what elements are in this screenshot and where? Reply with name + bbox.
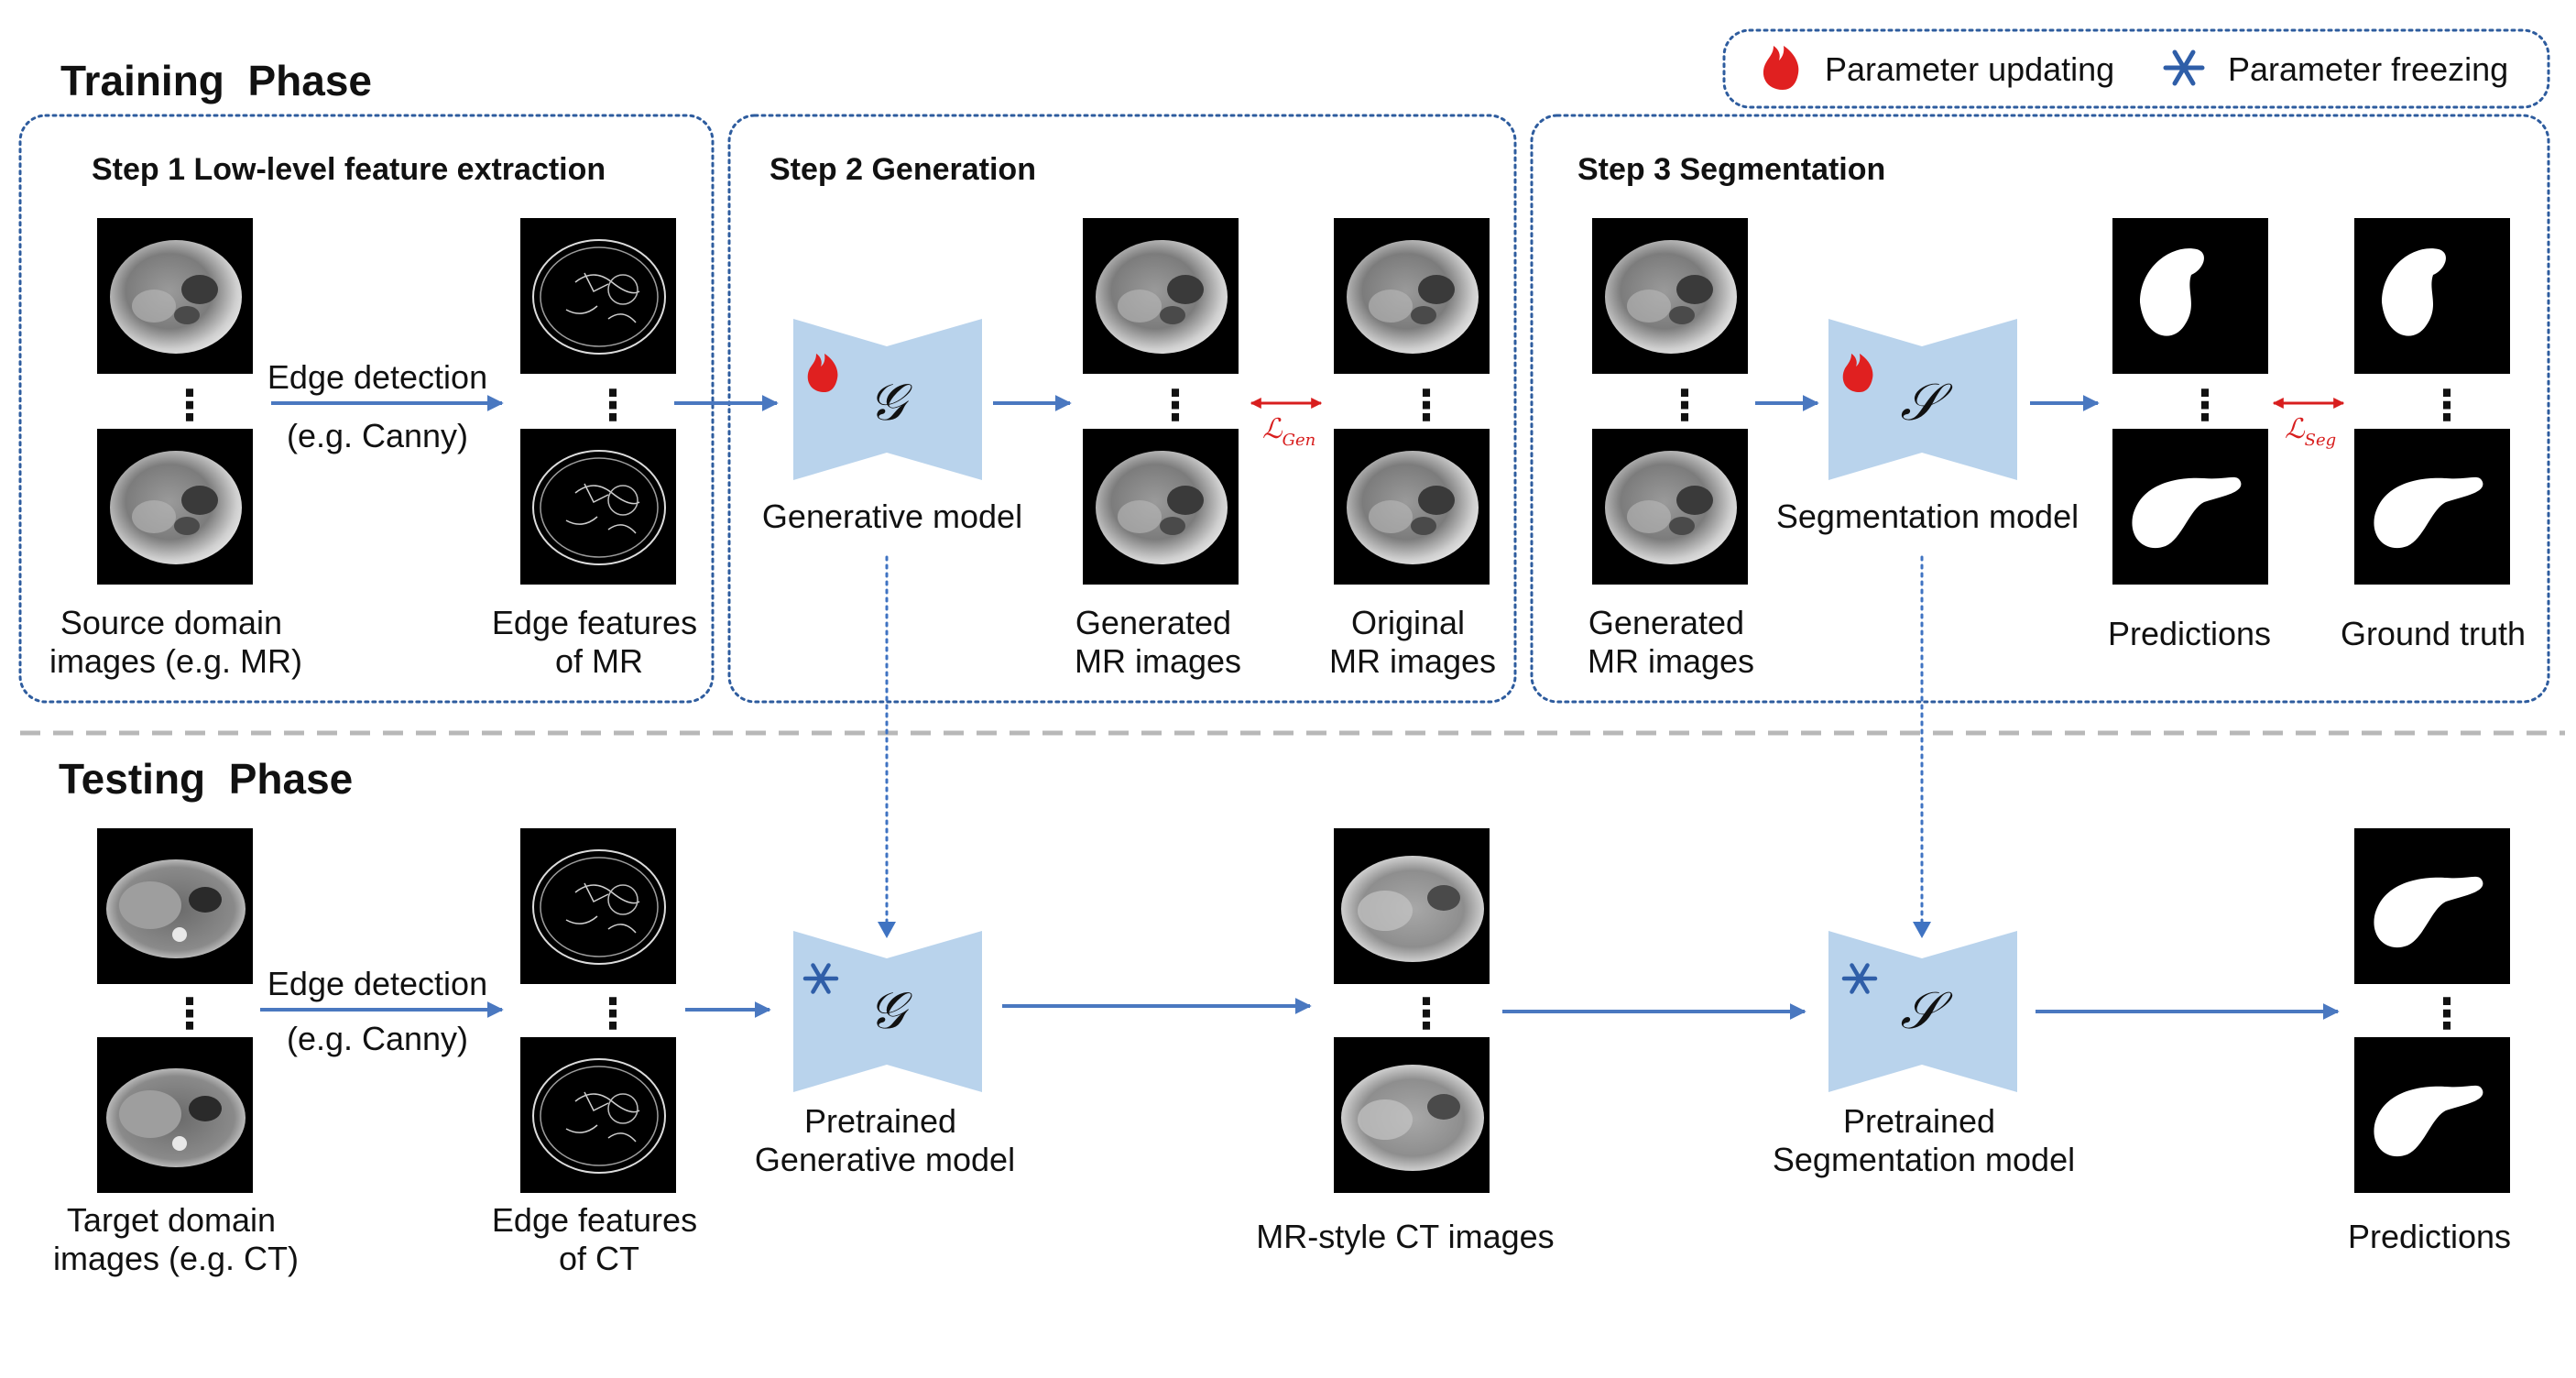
mrstyle-ellipsis: ⋮ [1405, 990, 1447, 1037]
source-mr-image-bottom [97, 429, 253, 585]
test-prediction-mask-bottom [2354, 1037, 2510, 1193]
target-ct-image-top [97, 828, 253, 984]
seg-transfer-arrowhead [1913, 922, 1931, 938]
gen-loss-symbol: ℒGen [1262, 413, 1315, 450]
step3-generated-image-bottom [1592, 429, 1748, 585]
ground-truth-label: Ground truth [2341, 615, 2526, 652]
edge-mr-label: Edge features of MR [492, 604, 706, 680]
step3-generated-ellipsis: ⋮ [1664, 381, 1706, 429]
edge-ct-label: Edge features of CT [492, 1201, 706, 1277]
training-phase-title: Training Phase [60, 57, 372, 104]
mrstyle-ct-image-bottom [1334, 1037, 1490, 1193]
edge-ct-image-bottom [519, 1036, 677, 1194]
original-mr-image-bottom [1334, 429, 1490, 585]
edge-ct-image-top [519, 827, 677, 985]
generated-mr-image-bottom [1083, 429, 1239, 585]
edge-ellipsis: ⋮ [592, 381, 634, 429]
mrstyle-label: MR-style CT images [1256, 1218, 1554, 1255]
seg-loss-symbol: ℒSeg [2285, 413, 2336, 450]
prediction-mask-top [2112, 218, 2268, 374]
test-edge-method-label: (e.g. Canny) [287, 1020, 468, 1057]
legend-updating-label: Parameter updating [1825, 50, 2114, 88]
test-edge-detection-label: Edge detection [267, 965, 487, 1002]
snowflake-icon [1841, 963, 1878, 994]
flame-icon [1763, 46, 1799, 90]
prediction-mask-bottom [2112, 429, 2268, 585]
edge-method-label: (e.g. Canny) [287, 417, 468, 454]
segmentation-model-network [1828, 319, 2017, 480]
edge-ct-ellipsis: ⋮ [592, 990, 634, 1037]
step2-title: Step 2 Generation [770, 152, 1036, 187]
snowflake-icon [802, 963, 839, 994]
target-ellipsis: ⋮ [169, 990, 211, 1037]
pretrained-segmentation-label: Pretrained Segmentation model [1773, 1102, 2075, 1178]
flame-icon [1842, 354, 1873, 392]
pretrained-generative-label: Pretrained Generative model [755, 1102, 1015, 1178]
source-mr-image-top [97, 218, 253, 374]
legend-freezing-label: Parameter freezing [2228, 50, 2508, 88]
step1-title: Step 1 Low-level feature extraction [92, 152, 606, 187]
test-prediction-mask-top [2354, 828, 2510, 984]
source-ellipsis: ⋮ [169, 381, 211, 429]
generated-mr-image-top [1083, 218, 1239, 374]
ground-truth-mask-top [2354, 218, 2510, 374]
original-mr-label: Original MR images [1329, 604, 1496, 680]
step1-box [18, 114, 715, 704]
step2-box [727, 114, 1517, 704]
snowflake-icon [2163, 49, 2205, 86]
pretrained-generative-network [793, 931, 982, 1092]
mrstyle-ct-image-top [1334, 828, 1490, 984]
segmentation-model-label: Segmentation model [1776, 498, 2079, 535]
predictions-label: Predictions [2108, 615, 2271, 652]
ground-truth-ellipsis: ⋮ [2426, 381, 2468, 429]
edge-detection-label: Edge detection [267, 358, 487, 396]
source-label: Source domain images (e.g. MR) [49, 604, 302, 680]
step3-title: Step 3 Segmentation [1577, 152, 1885, 187]
target-label: Target domain images (e.g. CT) [53, 1201, 299, 1277]
step3-box [1530, 114, 2550, 704]
gen-transfer-arrowhead [878, 922, 896, 938]
generative-model-network [793, 319, 982, 480]
generative-model-label: Generative model [762, 498, 1022, 535]
testing-phase-title: Testing Phase [59, 755, 353, 803]
test-predictions-label: Predictions [2348, 1218, 2511, 1255]
prediction-ellipsis: ⋮ [2184, 381, 2226, 429]
edge-mr-image-top [519, 217, 677, 375]
original-ellipsis: ⋮ [1405, 381, 1447, 429]
original-mr-image-top [1334, 218, 1490, 374]
step3-generated-label: Generated MR images [1588, 604, 1754, 680]
test-prediction-ellipsis: ⋮ [2426, 990, 2468, 1037]
generated-ellipsis: ⋮ [1154, 381, 1196, 429]
ground-truth-mask-bottom [2354, 429, 2510, 585]
edge-mr-image-bottom [519, 428, 677, 585]
pretrained-segmentation-network [1828, 931, 2017, 1092]
step3-generated-image-top [1592, 218, 1748, 374]
target-ct-image-bottom [97, 1037, 253, 1193]
flame-icon [807, 354, 838, 392]
generated-mr-label: Generated MR images [1075, 604, 1241, 680]
